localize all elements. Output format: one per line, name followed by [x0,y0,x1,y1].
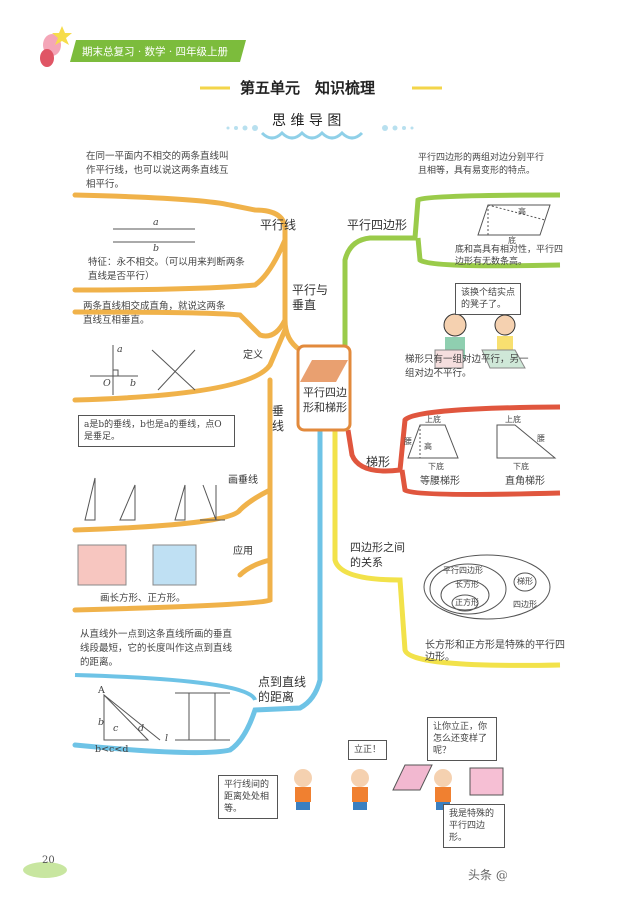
leg-label: 腰 [537,434,545,443]
line-l: l [165,733,169,744]
perpendicular-definition: 两条直线相交成直角，就说这两条直线互相垂直。 [83,301,226,326]
upper-base-label: 上底 [505,415,521,424]
rectangle-drawing [77,544,127,586]
square-drawing [152,544,197,586]
lower-base-label: 下底 [513,462,529,471]
page-number: 20 [42,855,55,866]
red-branch [399,469,561,497]
height-label: 高 [518,207,526,216]
relation-label: 四边形之间的关系 [350,541,405,569]
application-label: 应用 [233,546,253,557]
distance-relation: b<c<d [95,744,129,755]
balloon-icon [40,49,54,67]
red-branch [345,404,561,474]
speech-bubble-4: 我是特殊的平行四边形。 [443,804,505,848]
green-branch [415,237,561,269]
trapezoid-label: 梯形 [366,455,391,469]
upper-base-label: 上底 [425,415,441,424]
wave-decoration [260,130,364,140]
isosceles-trapezoid-label: 等腰梯形 [420,476,460,487]
height-label-trap: 高 [424,442,432,451]
parallelogram-note: 底和高具有相对性，平行四边形有无数条高。 [455,245,564,267]
children-illustration [434,313,526,369]
point-b: b [130,378,137,389]
speech-bubble-1: 平行线间的距离处处相等。 [218,775,278,819]
blue-branch [74,673,257,701]
venn-rectangle: 长方形 [455,580,479,589]
dots-decoration [226,125,414,131]
geometry-diagrams [84,204,557,741]
section-title: 思 维 导 图 [272,113,342,129]
segment-d: d [138,723,145,734]
parallel-perp-label: 平行与垂直 [292,283,329,312]
parallel-definition: 在同一平面内不相交的两条直线叫作平行线，也可以说这两条直线互相平行。 [86,151,229,190]
venn-trapezoid: 梯形 [517,577,533,586]
point-A: A [98,685,105,696]
blue-branch [72,427,323,756]
definition-label: 定义 [243,350,263,361]
application-text: 画长方形、正方形。 [100,593,186,604]
header-banner: 期末总复习 · 数学 · 四年级上册 [82,46,229,58]
venn-square: 正方形 [455,598,479,607]
speech-bubble-3: 让你立正，你怎么还变样了呢？ [427,717,497,761]
segment-c: c [113,723,119,734]
distance-label: 点到直线的距离 [258,675,307,704]
draw-perpendicular-label: 画垂线 [228,475,258,486]
parallelogram-definition: 平行四边形的两组对边分别平行且相等，具有易变形的特点。 [418,153,545,176]
star-icon [52,26,72,45]
parallel-lines-label: 平行线 [260,218,297,232]
green-branch [342,192,561,345]
banner-bg [70,40,246,62]
orange-branch [72,192,303,613]
page-title: 第五单元 知识梳理 [240,79,376,97]
speech-bubble-2: 立正！ [348,740,388,760]
grass-decoration [23,862,67,878]
distance-definition: 从直线外一点到这条直线所画的垂直线段最短，它的长度叫作这点到直线的距离。 [80,629,233,668]
parallel-feature: 特征：永不相交。（可以用来判断两条直线是否平行） [88,257,245,282]
lower-base-label: 下底 [428,462,444,471]
leg-label: 腰 [404,437,412,446]
perpendicular-label: 垂线 [272,404,285,433]
parallelogram-label: 平行四边形 [347,218,408,232]
base-label: 底 [508,236,516,245]
right-trapezoid-label: 直角梯形 [505,476,545,487]
cartoon-characters [294,764,504,810]
line-a-label: a [153,217,159,228]
point-o: O [103,378,111,389]
segment-b: b [98,717,105,728]
trapezoid-definition: 梯形只有一组对边平行，另一组对边不平行。 [405,354,529,379]
perpendicular-note: a是b的垂线，b也是a的垂线，点O是垂足。 [78,415,235,447]
point-a: a [117,344,123,355]
parallelogram-icon [300,360,348,382]
speech-bubble-stool: 该换个结实点的凳子了。 [455,283,521,315]
venn-parallelogram: 平行四边形 [443,566,483,575]
relation-text: 长方形和正方形是特殊的平行四边形。 [425,640,565,663]
center-node: 平行四边形和梯形 [303,386,347,414]
line-b-label: b [153,243,160,254]
yellow-branch [332,430,561,668]
venn-quadrilateral: 四边形 [513,600,537,609]
watermark: 头条 @ [468,868,508,882]
